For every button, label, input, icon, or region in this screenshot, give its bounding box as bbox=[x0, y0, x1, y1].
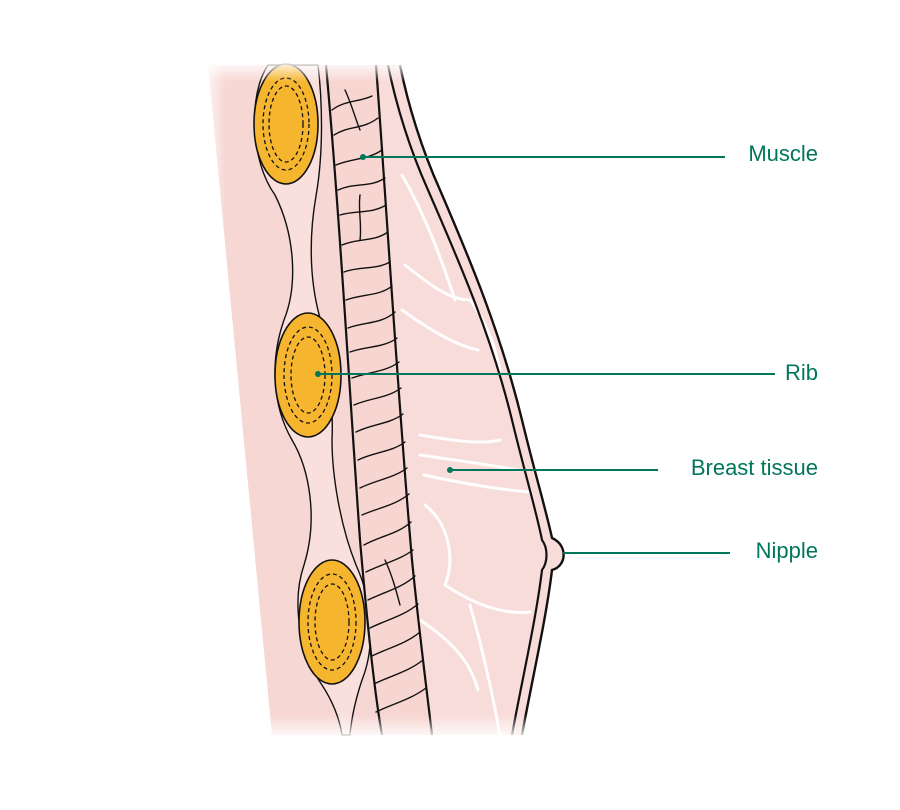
leader-lines bbox=[318, 156, 775, 554]
skin-outer-line bbox=[398, 64, 565, 736]
leader-dot-muscle bbox=[360, 154, 366, 160]
muscle-fibres bbox=[331, 89, 427, 713]
fade-top bbox=[200, 60, 580, 82]
leader-dot-rib bbox=[315, 371, 321, 377]
rib-bottom bbox=[298, 559, 366, 685]
rib-group bbox=[253, 63, 366, 685]
leader-dots bbox=[315, 154, 453, 473]
leader-dot-breast bbox=[447, 467, 453, 473]
label-muscle: Muscle bbox=[748, 141, 818, 166]
rib-bottom-inner bbox=[307, 573, 357, 671]
rib-bottom-inner2 bbox=[314, 583, 350, 661]
breast-tissue-lobules bbox=[400, 173, 532, 737]
label-breast-tissue: Breast tissue bbox=[690, 455, 818, 480]
rib-top-inner2 bbox=[268, 85, 304, 163]
muscle-inner-edge bbox=[374, 64, 434, 736]
fade-bottom bbox=[200, 715, 580, 740]
fade-left bbox=[200, 60, 226, 750]
skin-inner-line bbox=[386, 64, 548, 736]
label-nipple: Nipple bbox=[755, 538, 818, 563]
muscle-outer-edge bbox=[324, 64, 384, 736]
rib-top-inner bbox=[262, 77, 310, 171]
muscle-layer bbox=[324, 64, 434, 736]
muscle-band bbox=[326, 65, 432, 735]
breast bbox=[380, 65, 564, 735]
label-rib: Rib bbox=[784, 360, 818, 385]
